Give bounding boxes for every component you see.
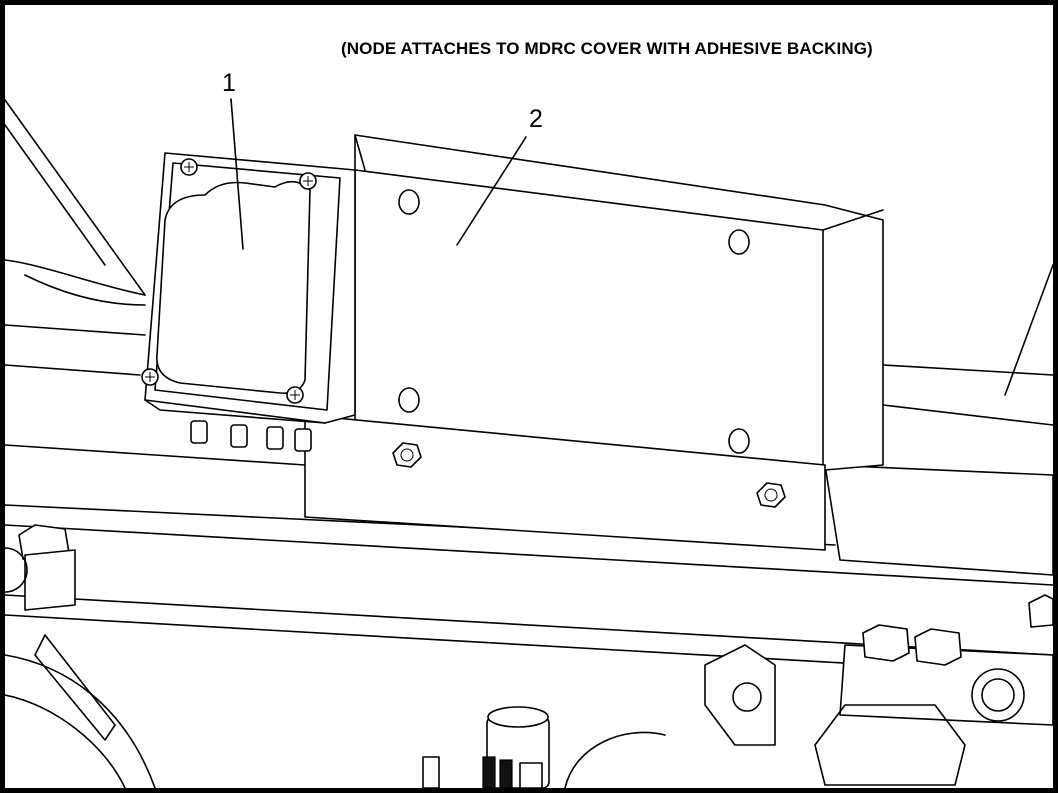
callout-2: 2 bbox=[529, 105, 543, 133]
hex-bolt-icon bbox=[756, 482, 786, 508]
hex-bolt-icon bbox=[392, 442, 422, 468]
screw-icon bbox=[180, 158, 198, 176]
hex-bolt-icon bbox=[862, 624, 910, 662]
screw-icon bbox=[141, 368, 159, 386]
mount-hole bbox=[398, 387, 420, 413]
drawing-caption: (NODE ATTACHES TO MDRC COVER WITH ADHESI… bbox=[341, 39, 873, 58]
mount-hole bbox=[728, 428, 750, 454]
technical-drawing bbox=[5, 98, 1053, 788]
mount-hole bbox=[728, 229, 750, 255]
lower-hardware bbox=[5, 524, 1053, 788]
mdrc-cover bbox=[304, 134, 884, 551]
callout-1: 1 bbox=[222, 69, 236, 97]
connectors bbox=[190, 420, 312, 452]
screw-icon bbox=[286, 386, 304, 404]
mount-hole bbox=[398, 189, 420, 215]
hex-bolt-icon bbox=[914, 628, 962, 666]
leader-lines bbox=[230, 98, 527, 250]
node-module bbox=[141, 152, 356, 452]
hex-bolt-icon bbox=[1028, 594, 1053, 628]
screw-icon bbox=[299, 172, 317, 190]
